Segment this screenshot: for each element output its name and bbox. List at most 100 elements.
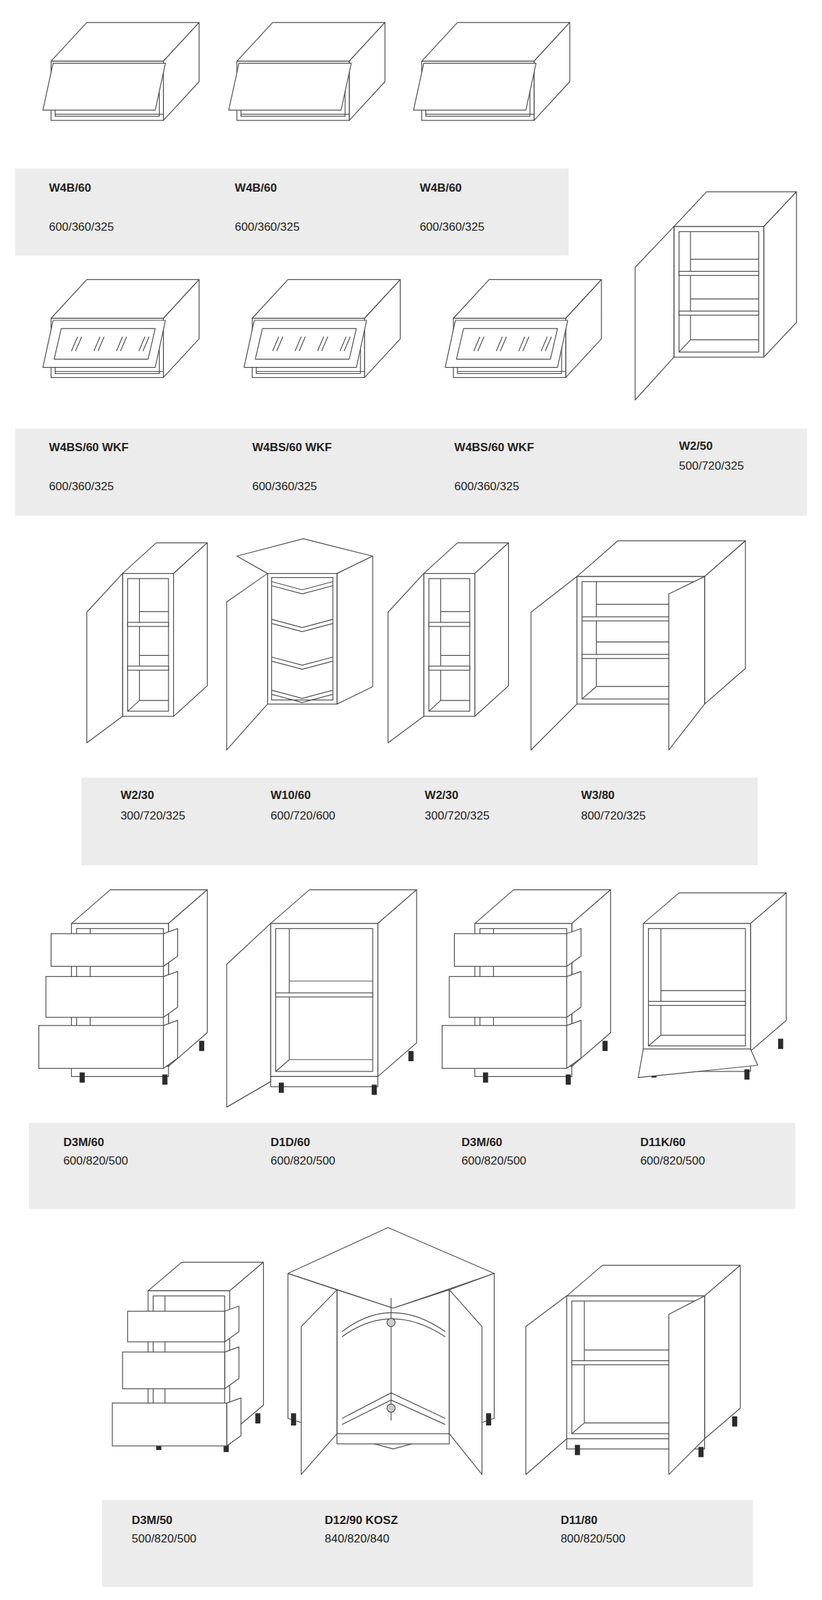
drawer-side: [163, 972, 179, 1018]
cabinet-code: D3M/60: [63, 1136, 105, 1151]
drawer-side: [224, 1347, 240, 1390]
front-frame: [643, 924, 751, 1052]
front-frame: [267, 574, 338, 705]
drawer-front: [122, 1352, 225, 1390]
inner-wall: [127, 700, 140, 712]
drawer-front: [51, 934, 164, 968]
cabinet-dimensions: 840/820/840: [324, 1533, 390, 1547]
side-panel: [173, 543, 207, 717]
leg: [162, 1074, 168, 1086]
side-panel: [378, 890, 418, 1078]
cabinet-dimensions: 600/360/325: [234, 220, 301, 235]
carousel-tray: [341, 1393, 446, 1419]
drawer-front: [45, 976, 164, 1018]
glass-pane: [54, 328, 156, 360]
cabinet-interior: [428, 578, 470, 712]
carousel-hub: [387, 1319, 396, 1328]
inner-wall: [440, 578, 442, 701]
corner-shelf: [271, 624, 333, 633]
corner-shelf: [271, 694, 333, 703]
inner-wall: [660, 928, 662, 1036]
side-panel: [474, 543, 509, 717]
cabinet-code: W2/50: [678, 439, 713, 454]
label-band: D3M/60600/820/500D1D/60600/820/500D3M/60…: [28, 1123, 796, 1211]
label-band: W2/30300/720/325W10/60600/720/600W2/3030…: [81, 778, 758, 866]
glass-glint: [75, 337, 82, 352]
leg: [574, 1445, 580, 1456]
open-door: [668, 576, 705, 751]
drawer-side: [224, 1306, 240, 1343]
leg: [778, 1039, 783, 1050]
inner-wall: [595, 582, 597, 688]
cabinet-code: W4BS/60 WKF: [252, 441, 332, 455]
glass-glint: [120, 337, 127, 352]
front-frame: [674, 226, 764, 358]
bottom-panel: [426, 113, 535, 115]
cabinet-dimensions: 600/360/325: [419, 220, 485, 235]
cabinet-dimensions: 600/360/325: [49, 480, 115, 494]
leg: [744, 1069, 750, 1081]
open-door: [226, 924, 271, 1108]
bottom-panel: [54, 113, 164, 115]
carousel-hub: [387, 1404, 396, 1414]
cabinet-code: W4B/60: [419, 181, 462, 196]
leg: [371, 1085, 377, 1096]
corner-shelf: [271, 586, 333, 595]
cabinet-dimensions: 600/360/325: [49, 220, 115, 235]
leg: [408, 1051, 414, 1062]
side-panel: [534, 22, 570, 121]
side-panel: [565, 279, 602, 378]
label-band: W4B/60600/360/325W4B/60600/360/325W4B/60…: [15, 168, 569, 256]
shelf: [127, 622, 169, 627]
inner-wall: [661, 1035, 746, 1036]
drawer-front: [127, 1311, 225, 1343]
side-panel: [704, 1265, 741, 1440]
cabinet-dimensions: 500/820/500: [131, 1533, 197, 1547]
leg: [79, 1072, 85, 1083]
glass-glint: [545, 337, 552, 352]
open-door: [526, 1296, 568, 1476]
glass-glint: [522, 337, 529, 352]
bottom-panel: [54, 371, 164, 372]
drawer-side: [566, 928, 581, 967]
leg: [565, 1074, 571, 1086]
inner-wall: [428, 700, 441, 712]
cabinet-dimensions: 600/720/600: [270, 809, 336, 824]
shelf: [275, 993, 373, 998]
bottom-panel: [241, 113, 350, 115]
inner-wall: [678, 339, 691, 353]
cabinet-code: W3/80: [580, 789, 615, 803]
shelf-back: [690, 298, 759, 300]
carousel-tray: [341, 1400, 446, 1426]
cabinet-dimensions: 600/360/325: [454, 480, 520, 494]
side-panel: [337, 556, 373, 705]
carousel-pole: [390, 1298, 392, 1422]
inner-wall: [289, 1059, 373, 1061]
drawer-side: [226, 1398, 242, 1447]
side-panel: [364, 279, 401, 378]
open-door: [86, 574, 123, 744]
cabinet-dimensions: 300/720/325: [120, 809, 186, 824]
open-door: [449, 1290, 483, 1476]
open-door: [301, 1290, 338, 1476]
glass-glint: [143, 337, 150, 352]
inner-wall: [690, 339, 759, 341]
drawer-side: [163, 1020, 179, 1069]
side-panel: [704, 541, 746, 705]
cabinet-code: D3M/50: [131, 1514, 173, 1529]
cabinet-interior: [271, 578, 333, 701]
shelf: [428, 622, 470, 627]
shelf: [428, 666, 470, 671]
leg: [278, 1082, 284, 1094]
shelf-back: [139, 655, 169, 657]
side-panel: [750, 893, 787, 1052]
cabinet-code: W4BS/60 WKF: [454, 441, 534, 455]
inner-wall: [139, 700, 169, 702]
leg: [732, 1417, 738, 1428]
cabinet-code: D11K/60: [640, 1136, 686, 1151]
leg: [602, 1041, 608, 1052]
lift-up-door: [43, 320, 166, 368]
cabinet-dimensions: 800/720/325: [580, 809, 646, 824]
drawer-front: [112, 1403, 227, 1447]
drawer-front: [441, 1026, 567, 1070]
